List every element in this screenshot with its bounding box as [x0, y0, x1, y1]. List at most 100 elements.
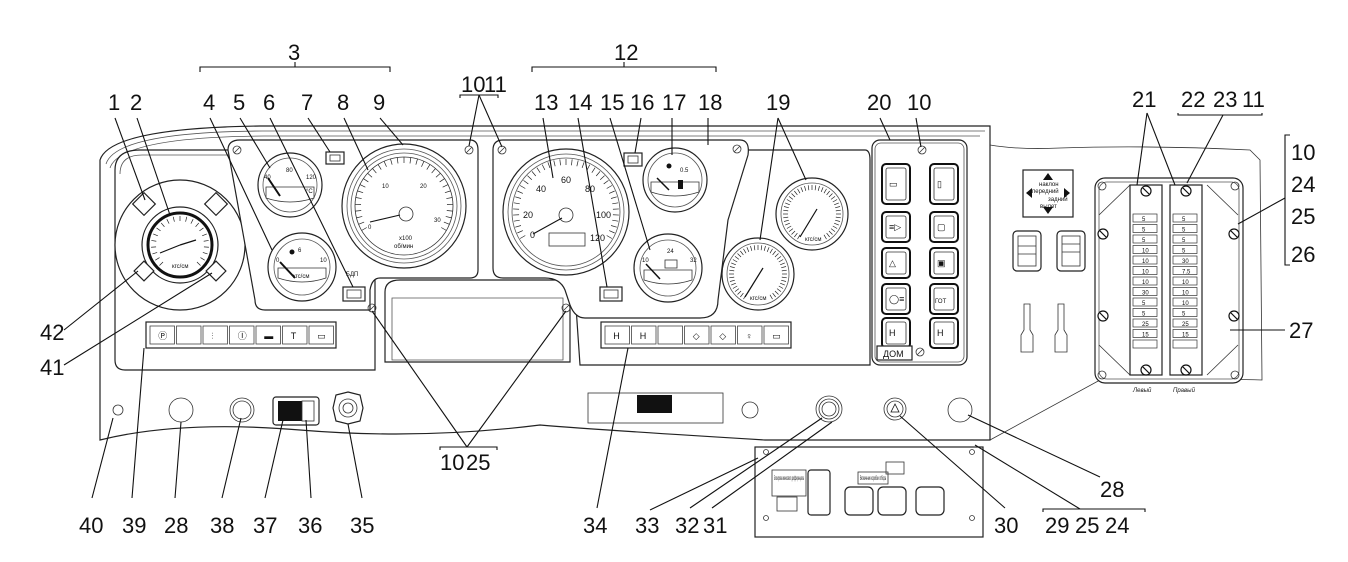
callout-34: 34: [583, 513, 607, 538]
callout-25: 25: [1291, 204, 1315, 229]
callout-30: 30: [994, 513, 1018, 538]
callout-33: 33: [635, 513, 659, 538]
callout-12: 12: [614, 40, 638, 65]
rocker-switch-right[interactable]: [1057, 231, 1085, 271]
callout-4: 4: [203, 90, 215, 115]
callout-19: 19: [766, 90, 790, 115]
brake-pressure-gauge-assembly: кгс/см: [115, 180, 245, 310]
switch-glyph: ≡▷: [889, 222, 901, 232]
fuse-rating: 10: [1142, 270, 1149, 276]
callout-21: 21: [1132, 87, 1156, 112]
callout-27: 27: [1289, 318, 1313, 343]
fuel-gauge: 0.5: [643, 148, 707, 212]
fuse-right-caption: Правый: [1173, 387, 1196, 394]
fuse-rating: 15: [1142, 333, 1149, 339]
speed-tick-60: 60: [561, 175, 571, 185]
callout-14: 14: [568, 90, 592, 115]
fuse-rating: 15: [1182, 333, 1189, 339]
warning-lamp-glyph: ♀: [746, 331, 753, 341]
fuse-rating: 10: [1182, 291, 1189, 297]
air2-unit: кгс/см: [805, 237, 821, 243]
callout-6: 6: [263, 90, 275, 115]
warning-lamp: [203, 326, 228, 344]
joystick-down-label: вылет: [1040, 204, 1057, 210]
switch-glyph: H: [889, 328, 896, 338]
warning-lamp-glyph: H: [640, 331, 647, 341]
tach-tick-10: 10: [382, 184, 389, 190]
callout-38: 38: [210, 513, 234, 538]
warning-lamp-glyph: ◇: [719, 331, 726, 341]
joystick-right-label: задний: [1048, 196, 1068, 203]
fuse-left[interactable]: [1133, 340, 1157, 348]
callout-10: 10: [1291, 140, 1315, 165]
callout-37: 37: [253, 513, 277, 538]
button-lower-blank[interactable]: [845, 487, 873, 515]
fuse-rating: 10: [1142, 259, 1149, 265]
callout-2: 2: [130, 90, 142, 115]
lever-right[interactable]: [1055, 304, 1067, 352]
air-pressure-gauge-1: кгс/см: [722, 238, 794, 310]
callout-11: 11: [484, 72, 507, 97]
warning-lamp-glyph: Ⓟ: [158, 331, 167, 341]
warning-lamp-glyph: ⫶: [211, 331, 213, 341]
switch-glyph: △: [889, 258, 896, 268]
indicator-lamp-14: [600, 287, 622, 301]
speed-tick-20: 20: [523, 210, 533, 220]
warning-lamp: [177, 326, 202, 344]
callout-16: 16: [630, 90, 654, 115]
warning-lamp-glyph: ▭: [317, 331, 326, 341]
button-lower-diff[interactable]: [878, 487, 906, 515]
fuse-rating: 10: [1142, 280, 1149, 286]
right-side-panel: наклон передний задний вылет 55510101010…: [990, 145, 1262, 440]
warning-lamp-glyph: T: [291, 331, 297, 341]
callout-26: 26: [1291, 242, 1315, 267]
callout-31: 31: [703, 513, 727, 538]
volt-tick-32: 32: [690, 258, 697, 264]
volt-tick-24: 24: [667, 249, 674, 255]
voltmeter: 10 24 32: [634, 234, 702, 302]
fuse-rating: 25: [1142, 322, 1149, 328]
callout-13: 13: [534, 90, 558, 115]
indicator-lamp-16: [624, 153, 642, 166]
callout-11: 11: [1242, 87, 1265, 112]
fuse-right[interactable]: [1173, 340, 1197, 348]
bdp-indicator: [343, 287, 365, 301]
temp-tick-40: 40: [264, 175, 271, 181]
switch-glyph: ▯: [937, 179, 942, 189]
temp-tick-120: 120: [306, 175, 317, 181]
callout-23: 23: [1213, 87, 1237, 112]
callout-40: 40: [79, 513, 103, 538]
speed-tick-100: 100: [596, 210, 611, 220]
warning-lamp-glyph: ▬: [264, 331, 273, 341]
speedometer: 0 20 40 60 80 100 120: [503, 149, 629, 275]
rocker-switch-lower[interactable]: [808, 470, 830, 515]
indicator-lamp-7: [326, 152, 344, 164]
fuse-rating: 25: [1182, 322, 1189, 328]
button-lower-axle[interactable]: [916, 487, 944, 515]
callout-8: 8: [337, 90, 349, 115]
lever-left[interactable]: [1021, 304, 1033, 352]
connector-35: [333, 392, 363, 424]
oil-pressure-gauge: 0 6 10 кгс/см: [268, 233, 336, 301]
tach-unit-1: x100: [399, 236, 413, 242]
callout-7: 7: [301, 90, 313, 115]
callout-17: 17: [662, 90, 686, 115]
tach-unit-2: об/мин: [394, 244, 413, 250]
callout-18: 18: [698, 90, 722, 115]
callout-1: 1: [108, 90, 120, 115]
fuel-tick-half: 0.5: [680, 168, 689, 174]
warning-lamp-strip-left: Ⓟ ⫶ Ⓘ ▬ T ▭: [146, 322, 336, 348]
warning-lamp-glyph: Ⓘ: [238, 331, 247, 341]
switch-glyph: H: [937, 328, 944, 338]
pressure-left-unit: кгс/см: [172, 264, 188, 270]
rocker-switch-left[interactable]: [1013, 231, 1041, 271]
dom-label: ДОМ: [883, 349, 904, 359]
warning-lamp-glyph: ▭: [772, 331, 781, 341]
tach-tick-30: 30: [434, 218, 441, 224]
sign-diff-lock: Блокировка межосевого дифференциала: [774, 476, 804, 482]
callout-10: 10: [461, 72, 485, 97]
fuse-rating: 30: [1182, 259, 1189, 265]
